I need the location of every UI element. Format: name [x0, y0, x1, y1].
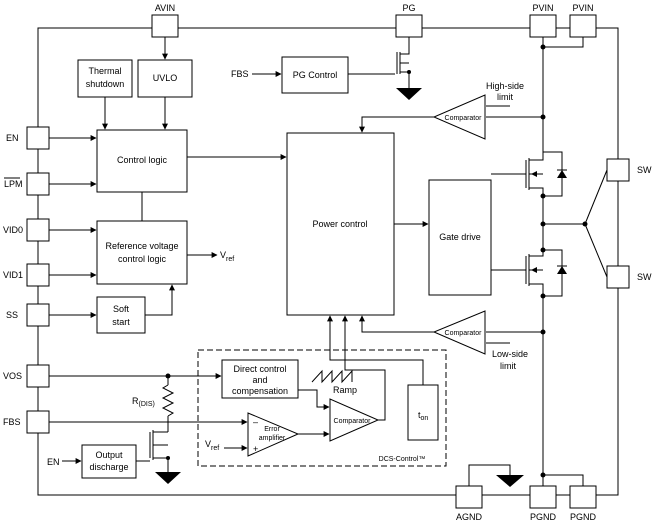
- pin-pgnd-1: PGND: [529, 485, 557, 522]
- pin-sw-2: SW: [606, 265, 652, 289]
- high-side-limit-label: High-side: [486, 81, 524, 91]
- fbs-input-label: FBS: [231, 69, 249, 79]
- rdis-label: R(DIS): [132, 396, 155, 408]
- svg-text:LPM: LPM: [4, 179, 23, 189]
- svg-text:DCS-Control™: DCS-Control™: [379, 456, 426, 463]
- svg-text:Error: Error: [264, 426, 280, 433]
- svg-text:AGND: AGND: [456, 512, 483, 522]
- pin-en: EN: [6, 126, 50, 150]
- svg-text:SW: SW: [637, 272, 652, 282]
- svg-text:discharge: discharge: [89, 462, 128, 472]
- low-side-limit-label: Low-side: [492, 349, 528, 359]
- svg-text:Gate drive: Gate drive: [439, 232, 481, 242]
- svg-text:Control logic: Control logic: [117, 155, 168, 165]
- svg-text:PG Control: PG Control: [293, 70, 338, 80]
- svg-text:compensation: compensation: [232, 386, 288, 396]
- svg-text:Soft: Soft: [113, 304, 130, 314]
- thermal-shutdown-block: Thermal shutdown: [77, 59, 133, 98]
- high-side-limit-label-2: limit: [497, 92, 513, 102]
- pin-pvin-2: PVIN: [569, 3, 597, 38]
- svg-text:Direct control: Direct control: [233, 364, 286, 374]
- svg-text:SS: SS: [6, 310, 18, 320]
- svg-text:Output: Output: [95, 450, 123, 460]
- pin-vid0: VID0: [3, 218, 50, 242]
- svg-text:+: +: [253, 444, 258, 454]
- svg-text:PGND: PGND: [530, 512, 557, 522]
- svg-text:shutdown: shutdown: [86, 79, 125, 89]
- low-side-limit-label-2: limit: [500, 361, 516, 371]
- en-input-label: EN: [47, 457, 60, 467]
- pg-control-block: PG Control: [281, 56, 349, 94]
- svg-text:Comparator: Comparator: [334, 418, 372, 425]
- direct-control-block: Direct control and compensation: [221, 359, 299, 399]
- svg-text:–: –: [253, 417, 258, 427]
- vref-input-label: Vref: [205, 439, 219, 452]
- uvlo-block: UVLO: [137, 59, 193, 98]
- reference-voltage-block: Reference voltage control logic: [96, 220, 188, 285]
- svg-text:PVIN: PVIN: [532, 3, 553, 13]
- wiring: [49, 37, 608, 487]
- svg-text:Thermal: Thermal: [88, 66, 121, 76]
- svg-text:SW: SW: [637, 165, 652, 175]
- control-logic-block: Control logic: [96, 129, 188, 193]
- svg-text:AVIN: AVIN: [155, 3, 175, 13]
- pin-agnd: AGND: [455, 485, 483, 522]
- ramp-label: Ramp: [333, 385, 357, 395]
- comparator-high-side: Comparator: [432, 94, 486, 140]
- svg-text:control logic: control logic: [118, 254, 167, 264]
- svg-text:FBS: FBS: [3, 417, 21, 427]
- svg-text:Power control: Power control: [312, 219, 367, 229]
- svg-text:and: and: [252, 375, 267, 385]
- pin-fbs: FBS: [3, 410, 50, 434]
- svg-text:EN: EN: [6, 133, 19, 143]
- vref-output-label: Vref: [220, 250, 234, 263]
- svg-text:VOS: VOS: [3, 371, 22, 381]
- comparator-dcs: Comparator: [329, 398, 380, 442]
- pin-ss: SS: [6, 303, 50, 327]
- chip-outline: [37, 27, 619, 496]
- svg-text:PGND: PGND: [570, 512, 597, 522]
- svg-text:PG: PG: [402, 3, 415, 13]
- pin-vid1: VID1: [3, 263, 50, 287]
- svg-text:UVLO: UVLO: [153, 73, 178, 83]
- error-amplifier: – + Error amplifier: [247, 412, 300, 457]
- ton-block: ton: [407, 384, 439, 441]
- svg-text:VID1: VID1: [3, 270, 23, 280]
- pin-sw-1: SW: [606, 158, 652, 182]
- svg-text:ton: ton: [418, 410, 428, 422]
- output-discharge-block: Output discharge: [81, 444, 137, 479]
- pin-pgnd-2: PGND: [569, 485, 597, 522]
- soft-start-block: Soft start: [96, 296, 146, 334]
- dcs-control-region: DCS-Control™: [197, 349, 447, 467]
- svg-text:Comparator: Comparator: [445, 330, 483, 337]
- svg-text:VID0: VID0: [3, 225, 23, 235]
- power-control-block: Power control: [286, 132, 395, 316]
- svg-text:amplifier: amplifier: [259, 435, 286, 442]
- gate-drive-block: Gate drive: [428, 179, 492, 296]
- comparator-low-side: Comparator: [432, 310, 486, 355]
- pin-avin: AVIN: [151, 3, 179, 38]
- ramp-waveform: [311, 369, 353, 384]
- pin-lpm: LPM: [4, 172, 50, 196]
- svg-text:PVIN: PVIN: [572, 3, 593, 13]
- svg-text:start: start: [112, 317, 130, 327]
- svg-text:Comparator: Comparator: [445, 115, 483, 122]
- pin-vos: VOS: [3, 364, 50, 388]
- pin-pvin-1: PVIN: [529, 3, 557, 38]
- pin-pg: PG: [395, 3, 423, 38]
- svg-text:Reference voltage: Reference voltage: [105, 241, 178, 251]
